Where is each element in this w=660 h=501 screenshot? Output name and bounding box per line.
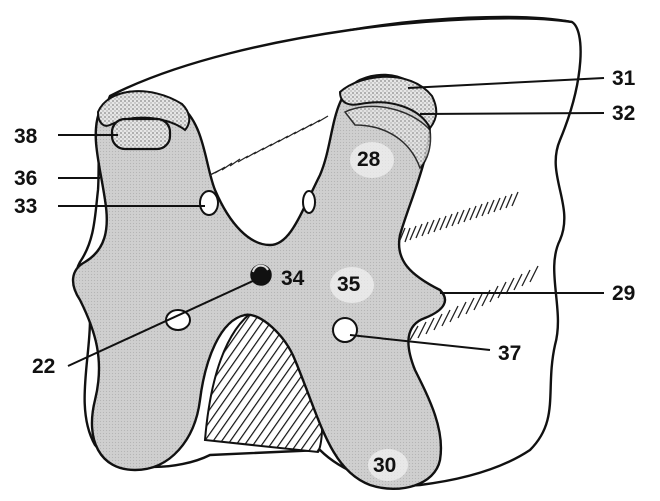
label-38: 38: [14, 125, 38, 148]
label-28: 28: [357, 148, 381, 171]
label-30: 30: [373, 454, 396, 477]
hole-33: [200, 191, 218, 215]
label-22: 22: [32, 355, 55, 378]
label-36: 36: [14, 167, 37, 190]
label-31: 31: [612, 67, 636, 90]
label-29: 29: [612, 282, 635, 305]
hole-37: [333, 318, 357, 342]
label-35: 35: [337, 273, 361, 296]
label-37: 37: [498, 342, 521, 365]
label-34: 34: [281, 267, 305, 290]
lesion-38: [112, 119, 170, 149]
hole-right-dorsal: [303, 191, 315, 213]
label-32: 32: [612, 102, 635, 125]
label-33: 33: [14, 195, 37, 218]
